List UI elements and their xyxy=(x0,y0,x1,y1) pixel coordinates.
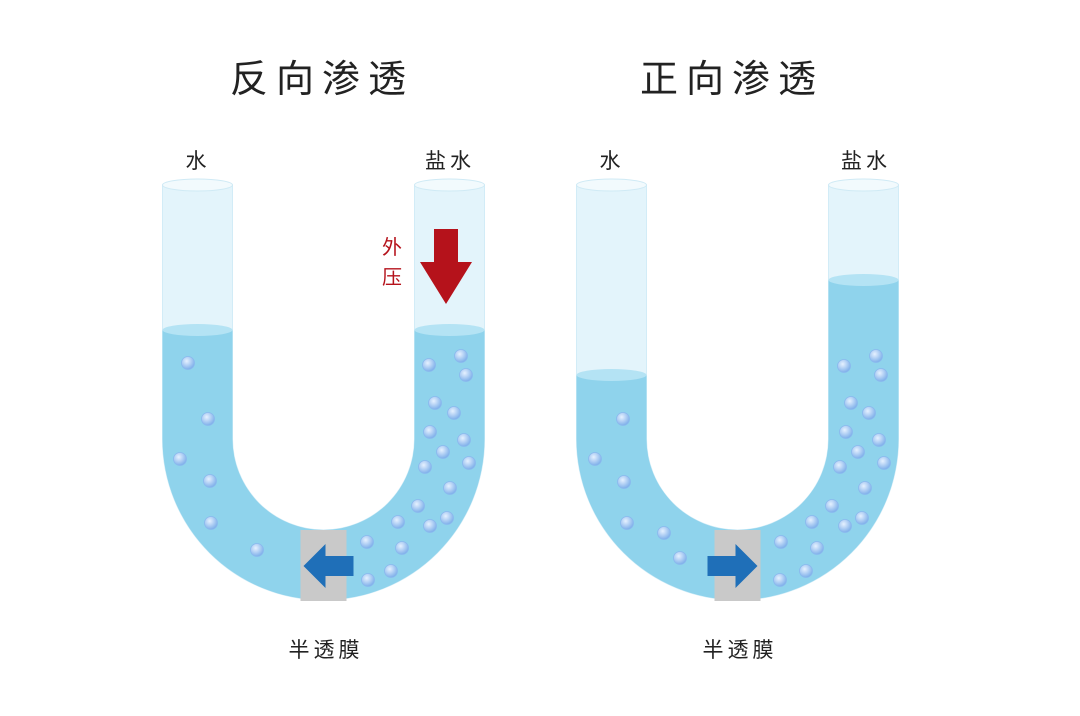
solute-particle xyxy=(181,356,195,370)
solute-particle xyxy=(855,511,869,525)
solute-particle xyxy=(201,412,215,426)
water xyxy=(162,330,485,600)
solute-particle xyxy=(423,425,437,439)
water-surface-right xyxy=(828,274,899,286)
solute-particle xyxy=(844,396,858,410)
solute-particle xyxy=(858,481,872,495)
solute-particle xyxy=(838,519,852,533)
solute-particle xyxy=(418,460,432,474)
tube-opening-right xyxy=(414,178,485,192)
solute-particle xyxy=(454,349,468,363)
solute-particle xyxy=(588,452,602,466)
right-salt-water-label: 盐水 xyxy=(841,149,891,173)
solute-particle xyxy=(673,551,687,565)
water-surface-left xyxy=(576,369,647,381)
solute-particle xyxy=(395,541,409,555)
tube-opening-left xyxy=(576,178,647,192)
solute-particle xyxy=(810,541,824,555)
water-surface-right xyxy=(414,324,485,336)
solute-particle xyxy=(799,564,813,578)
solute-particle xyxy=(616,412,630,426)
solute-particle xyxy=(805,515,819,529)
flow-arrow-left-icon xyxy=(303,544,354,588)
reverse-osmosis-u-tube xyxy=(162,178,485,601)
right-membrane-label: 半透膜 xyxy=(702,638,778,662)
reverse-osmosis-title: 反向渗透 xyxy=(229,57,415,101)
solute-particle xyxy=(773,573,787,587)
right-water-label: 水 xyxy=(599,149,625,173)
forward-osmosis-u-tube xyxy=(576,178,899,601)
solute-particle xyxy=(459,368,473,382)
pressure-arrow-icon xyxy=(420,229,472,304)
solute-particle xyxy=(440,511,454,525)
solute-particle xyxy=(391,515,405,529)
solute-particle xyxy=(422,358,436,372)
solute-particle xyxy=(203,474,217,488)
solute-particle xyxy=(250,543,264,557)
solute-particle xyxy=(620,516,634,530)
solute-particle xyxy=(384,564,398,578)
solute-particle xyxy=(837,359,851,373)
solute-particle xyxy=(874,368,888,382)
tube-opening-left xyxy=(162,178,233,192)
water-surface-left xyxy=(162,324,233,336)
solute-particle xyxy=(462,456,476,470)
solute-particle xyxy=(411,499,425,513)
solute-particle xyxy=(360,535,374,549)
solute-particle xyxy=(361,573,375,587)
solute-particle xyxy=(617,475,631,489)
solute-particle xyxy=(872,433,886,447)
solute-particle xyxy=(774,535,788,549)
forward-osmosis-title: 正向渗透 xyxy=(639,57,825,101)
solute-particle xyxy=(877,456,891,470)
solute-particle xyxy=(839,425,853,439)
flow-arrow-right-icon xyxy=(707,544,758,588)
solute-particle xyxy=(447,406,461,420)
external-pressure-label: 外压 xyxy=(382,235,402,289)
tube-opening-right xyxy=(828,178,899,192)
solute-particle xyxy=(428,396,442,410)
solute-particle xyxy=(833,460,847,474)
solute-particle xyxy=(443,481,457,495)
left-water-label: 水 xyxy=(185,149,211,173)
water xyxy=(576,280,899,600)
left-salt-water-label: 盐水 xyxy=(425,149,475,173)
solute-particle xyxy=(436,445,450,459)
solute-particle xyxy=(869,349,883,363)
left-membrane-label: 半透膜 xyxy=(288,638,364,662)
solute-particle xyxy=(862,406,876,420)
solute-particle xyxy=(423,519,437,533)
solute-particle xyxy=(657,526,671,540)
solute-particle xyxy=(457,433,471,447)
solute-particle xyxy=(851,445,865,459)
solute-particle xyxy=(173,452,187,466)
solute-particle xyxy=(825,499,839,513)
solute-particle xyxy=(204,516,218,530)
